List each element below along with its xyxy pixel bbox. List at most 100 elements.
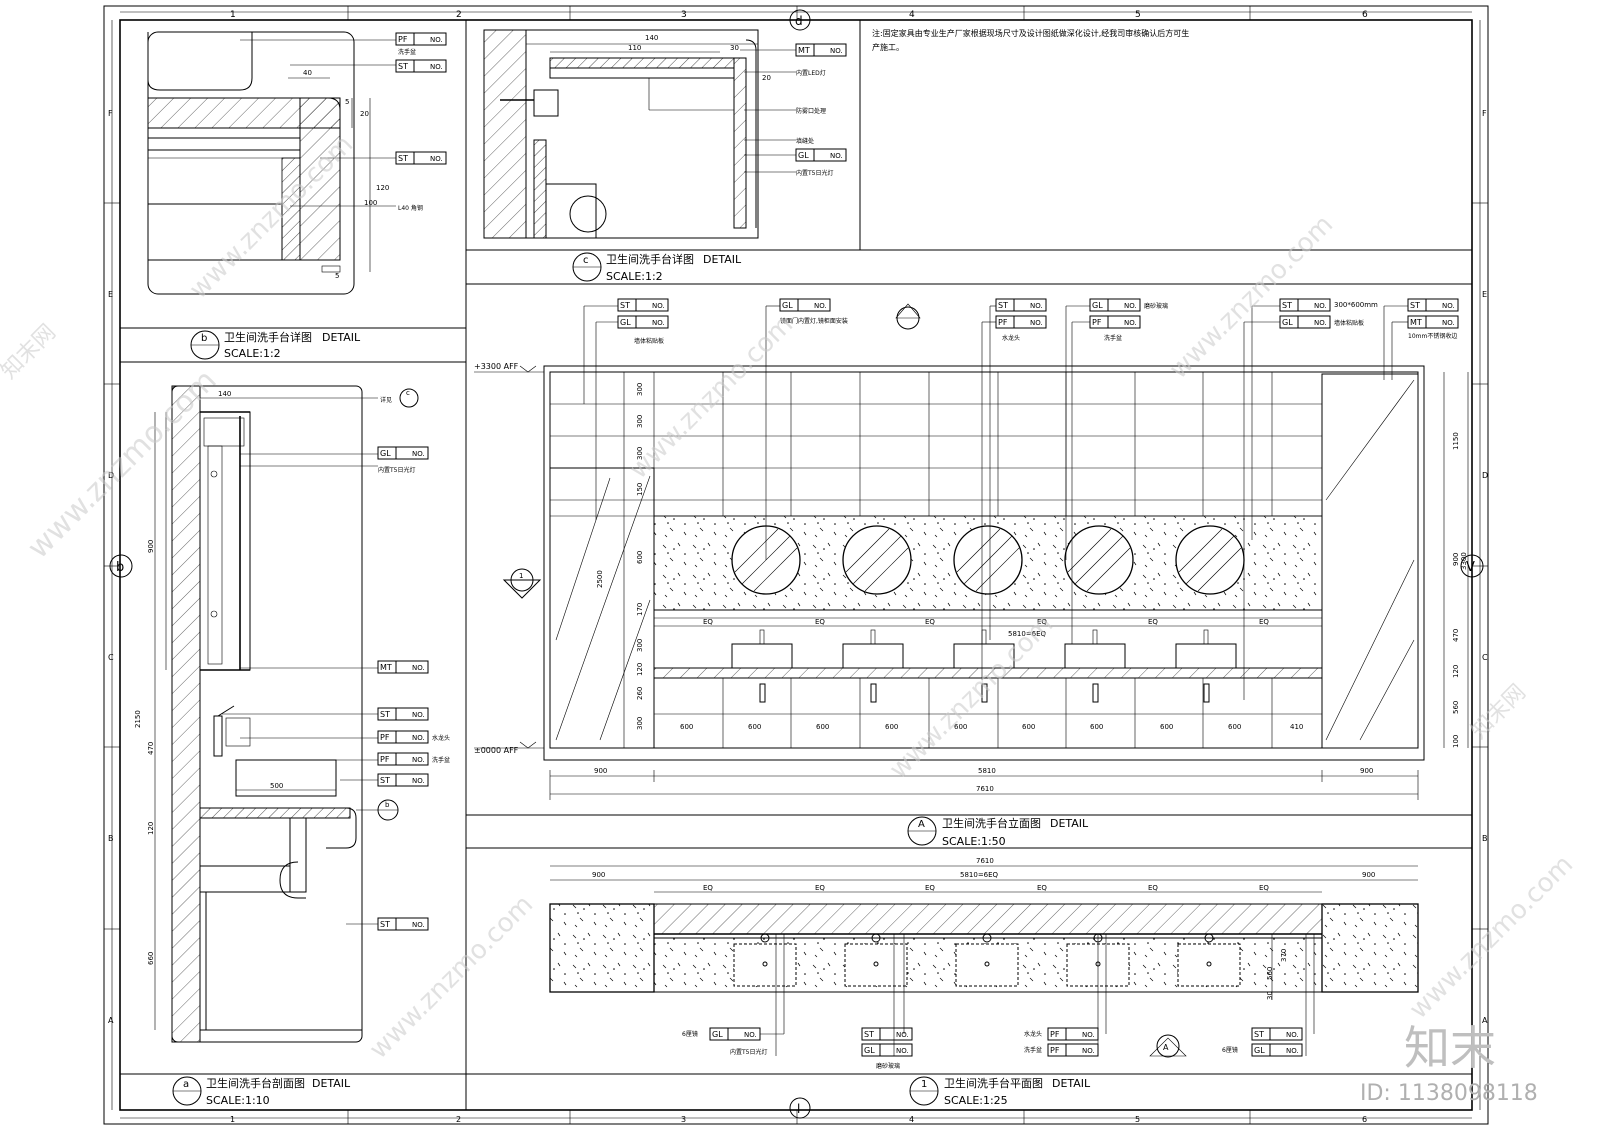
right-dim: 470 xyxy=(1452,629,1460,642)
grid-marker-b: b xyxy=(109,554,133,578)
detail-b-drawing: 40 20 5 100 120 5 xyxy=(147,31,396,295)
eq-label: EQ xyxy=(703,618,713,626)
tag-mt: MT xyxy=(1410,318,1422,327)
detail-b-dim-20: 20 xyxy=(360,110,369,118)
note-line-1: 注:固定家具由专业生产厂家根据现场尺寸及设计图纸做深化设计,经我司审核确认后方可… xyxy=(872,28,1189,38)
tag-no: NO. xyxy=(1286,1031,1299,1039)
left-dim: 120 xyxy=(636,663,644,676)
row-C-right: C xyxy=(1482,653,1488,662)
view-detail-1: DETAIL xyxy=(1052,1077,1091,1090)
left-dim: 170 xyxy=(636,603,644,616)
right-dim: 560 xyxy=(1452,701,1460,714)
tag-mt: MT xyxy=(798,46,810,55)
plan-1-drawing: 7610 900 5810=6EQ 900 EQ EQ EQ EQ EQ EQ … xyxy=(549,857,1419,1058)
view-detail-a: DETAIL xyxy=(312,1077,351,1090)
plan-eq: EQ xyxy=(1148,884,1158,892)
panel-dividers xyxy=(120,20,1472,1110)
tile-dim: 600 xyxy=(1022,723,1035,731)
row-ruler-left: F E D C B A xyxy=(104,20,120,1110)
tile-dim: 600 xyxy=(1228,723,1241,731)
row-ruler-right: F E D C B A xyxy=(1472,20,1488,1110)
tag-pf: PF xyxy=(380,755,390,764)
detail-c-dim-30: 30 xyxy=(730,44,739,52)
row-F-right: F xyxy=(1482,109,1487,118)
plan-left-pier xyxy=(549,903,655,993)
view-title-1: 卫生间洗手台平面图 xyxy=(944,1076,1043,1090)
tag-no: NO. xyxy=(1030,319,1043,327)
tag-no: NO. xyxy=(412,450,425,458)
section-dim-500: 500 xyxy=(270,782,283,790)
tag-no: NO. xyxy=(1314,319,1327,327)
tag-no: NO. xyxy=(412,921,425,929)
callout-mirror-6mm: 6厘镜 xyxy=(1222,1046,1238,1054)
detail-b-dim-40: 40 xyxy=(303,69,312,77)
tag-no: NO. xyxy=(652,302,665,310)
view-mark-a: a xyxy=(183,1079,189,1090)
title-section-a: a 卫生间洗手台剖面图 DETAIL SCALE:1:10 xyxy=(172,1076,351,1107)
aff-top: +3300 AFF xyxy=(474,362,519,371)
tag-no: NO. xyxy=(412,777,425,785)
tag-gl: GL xyxy=(1254,1046,1265,1055)
detail-c-dim-110: 110 xyxy=(628,44,641,52)
tag-no: NO. xyxy=(430,63,443,71)
tag-no: NO. xyxy=(1082,1031,1095,1039)
watermark-site: www.znzmo.com xyxy=(1164,210,1339,385)
callout-see-detail: 详见 xyxy=(380,396,392,404)
grid-marker-l: l xyxy=(789,1097,811,1119)
view-title-A: 卫生间洗手台立面图 xyxy=(942,816,1041,830)
round-mirror xyxy=(953,525,1023,595)
tag-no: NO. xyxy=(1082,1047,1095,1055)
view-scale-a: SCALE:1:10 xyxy=(206,1094,270,1107)
col-5: 5 xyxy=(1135,10,1141,20)
tile-dim: 600 xyxy=(748,723,761,731)
tag-st: ST xyxy=(380,776,390,785)
vessel-basin xyxy=(1064,643,1126,669)
callout-inner-t5: 内置T5日光灯 xyxy=(796,169,833,177)
title-detail-b: b 卫生间洗手台详图 DETAIL SCALE:1:2 xyxy=(190,330,361,360)
col-6-bottom: 6 xyxy=(1362,1115,1367,1124)
row-F: F xyxy=(108,109,113,118)
vessel-basin xyxy=(731,643,793,669)
tag-mt: MT xyxy=(380,663,392,672)
tag-no: NO. xyxy=(412,756,425,764)
tag-st: ST xyxy=(864,1030,874,1039)
tag-no: NO. xyxy=(896,1047,909,1055)
watermark-site: www.znzmo.com xyxy=(1404,850,1579,1025)
watermark-site: www.znzmo.com xyxy=(884,610,1059,785)
col-6: 6 xyxy=(1362,10,1368,20)
row-E: E xyxy=(108,290,113,299)
bottom-dim-5810: 5810 xyxy=(978,767,996,775)
row-D: D xyxy=(108,471,114,480)
callout-inner-t5: 内置T5日光灯 xyxy=(378,466,415,474)
right-dim: 900 xyxy=(1452,553,1460,566)
view-detail-A: DETAIL xyxy=(1050,817,1089,830)
view-detail-c: DETAIL xyxy=(703,253,742,266)
callout-frosted-glass: 磨砂玻璃 xyxy=(876,1062,900,1070)
detail-c-dim-20: 20 xyxy=(762,74,771,82)
tag-no: NO. xyxy=(1124,302,1137,310)
tag-gl: GL xyxy=(798,151,809,160)
right-total: 3300 xyxy=(1460,552,1468,570)
row-A: A xyxy=(108,1016,114,1025)
section-dim-140: 140 xyxy=(218,390,231,398)
section-marker-1: 1 xyxy=(519,572,523,580)
view-mark-A: A xyxy=(918,819,925,830)
brand-logo-text: 知末 xyxy=(1404,1021,1496,1075)
plan-1-tags: 6厘镜 GL NO. 内置T5日光灯 ST NO. GL NO. 磨砂玻璃 水龙… xyxy=(682,1027,1303,1070)
tag-no: NO. xyxy=(412,664,425,672)
tag-no: NO. xyxy=(830,152,843,160)
callout-anti-fog: 防雾口处理 xyxy=(796,107,826,115)
tag-pf: PF xyxy=(380,733,390,742)
callout-inner-t5: 内置T5日光灯 xyxy=(730,1048,767,1056)
view-scale-b: SCALE:1:2 xyxy=(224,347,281,360)
callout-inner-led: 内置LED灯 xyxy=(796,69,826,77)
plan-eq: EQ xyxy=(925,884,935,892)
tag-st: ST xyxy=(620,301,630,310)
plan-dim-900: 900 xyxy=(592,871,605,879)
left-dim: 150 xyxy=(636,483,644,496)
right-dim: 120 xyxy=(1452,665,1460,678)
round-mirror xyxy=(1175,525,1245,595)
aff-zero: ±0000 AFF xyxy=(474,746,519,755)
callout-basin: 洗手盆 xyxy=(1024,1046,1042,1054)
tag-no: NO. xyxy=(896,1031,909,1039)
